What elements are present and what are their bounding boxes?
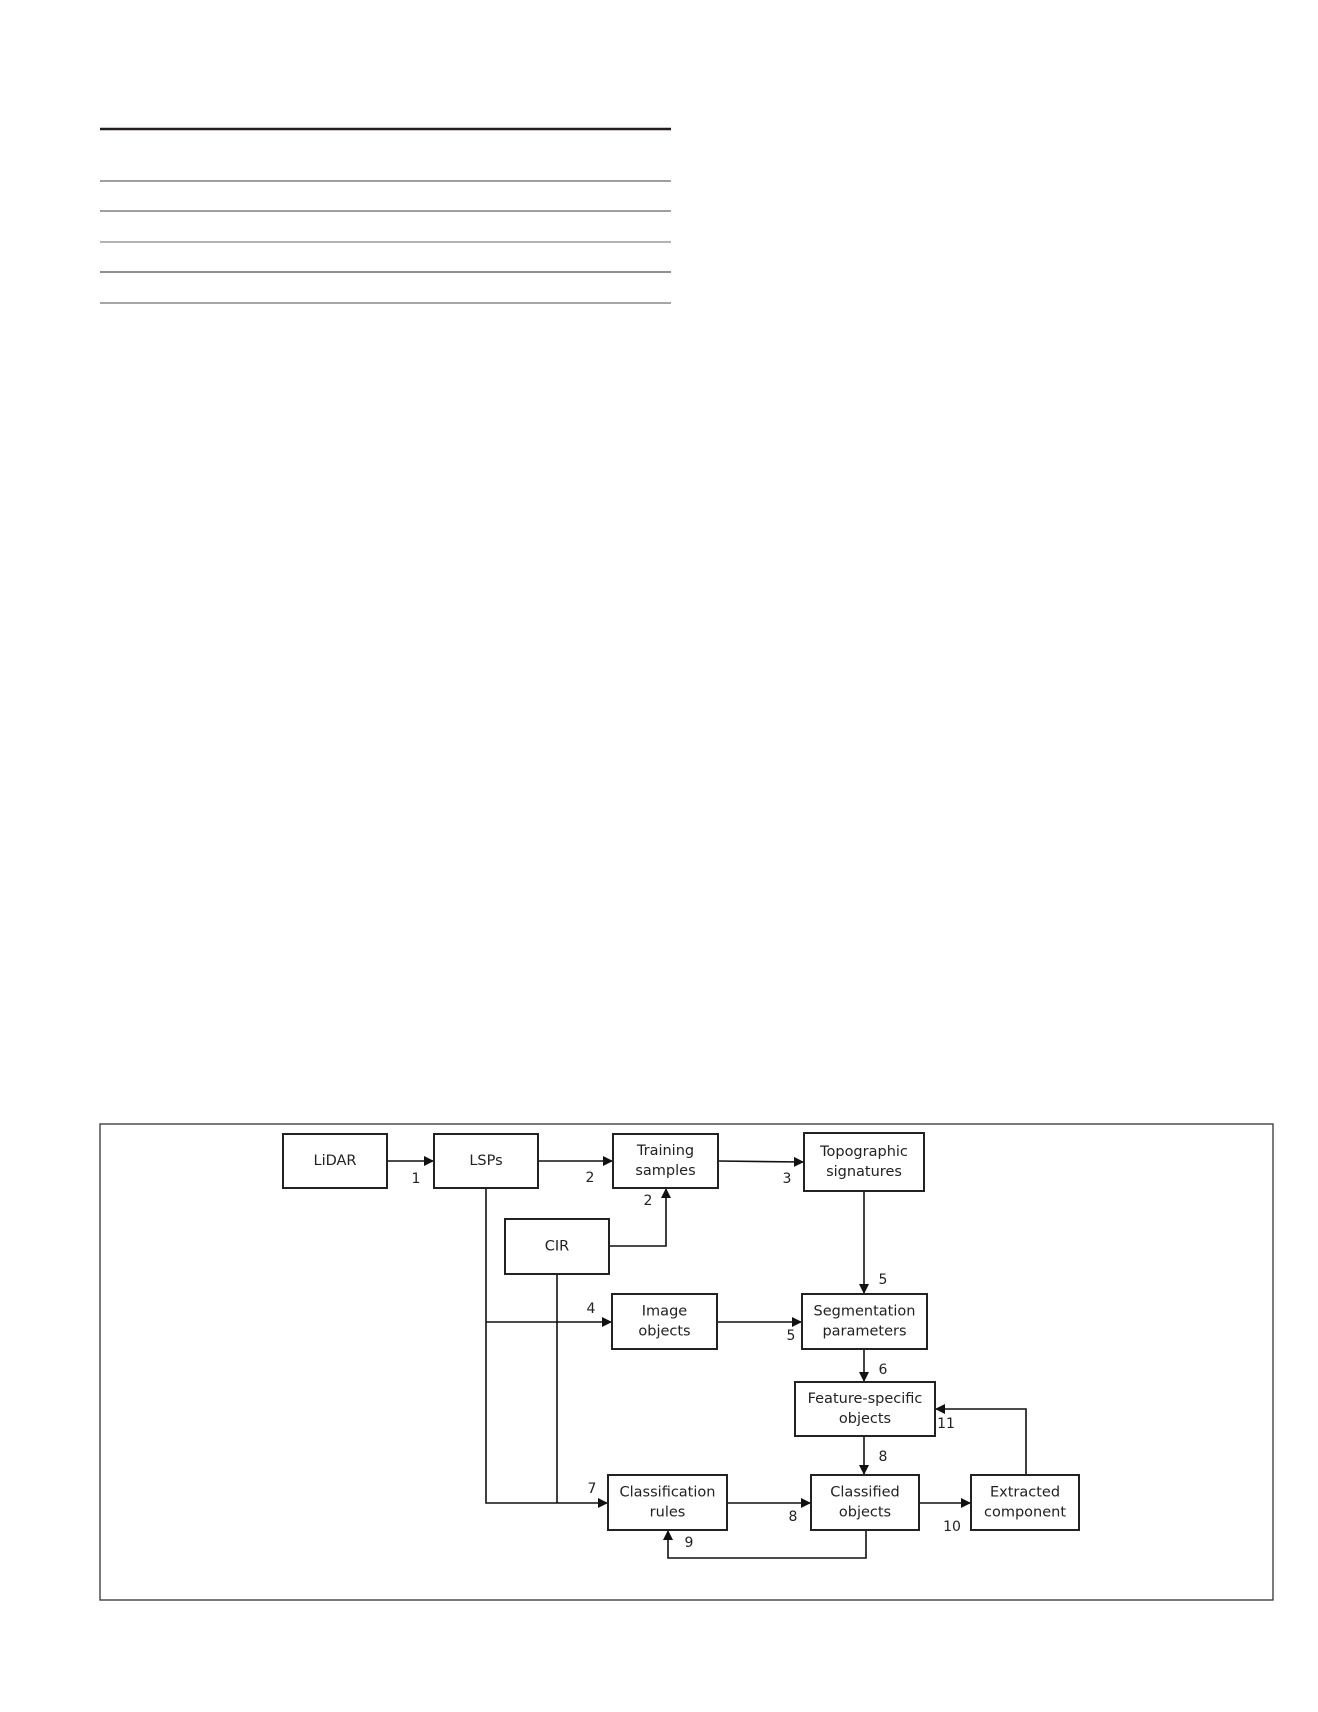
empty-table: [100, 127, 671, 304]
figure-frame: [99, 1123, 1274, 1601]
node-label: Classified: [830, 1485, 899, 1501]
node-label: samples: [635, 1163, 695, 1179]
node-box: [801, 1293, 928, 1350]
edge-label-rules-classified: 8: [789, 1509, 798, 1525]
node-label: Segmentation: [814, 1304, 916, 1320]
node-label: signatures: [826, 1164, 902, 1180]
node-classified-objects: Classified objects: [810, 1474, 920, 1531]
node-box: [970, 1474, 1080, 1531]
node-box: [504, 1218, 610, 1275]
edge-label-topographic-segmentation: 5: [879, 1272, 888, 1288]
edge-label-segmentation-feature: 6: [879, 1362, 888, 1378]
node-extracted: Extracted component: [970, 1474, 1080, 1531]
node-label: rules: [650, 1505, 686, 1521]
node-feature-specific: Feature-specific objects: [794, 1381, 936, 1437]
edge-label-lsps-training: 2: [586, 1170, 595, 1186]
node-label: Topographic: [819, 1144, 908, 1160]
node-label: CIR: [545, 1239, 569, 1255]
edge-label-feature-classified: 8: [879, 1449, 888, 1465]
node-box: [612, 1133, 719, 1189]
edge-classified-to-rules-feedback: [663, 1530, 867, 1559]
edge-label-lidar-lsps: 1: [412, 1171, 421, 1187]
node-label: LSPs: [469, 1153, 502, 1169]
node-box: [433, 1133, 539, 1189]
node-label: Feature-specific: [808, 1391, 923, 1407]
edge-label-image-segmentation: 5: [787, 1328, 796, 1344]
diagram-edges: [387, 1156, 1027, 1559]
edge-label-training-topographic: 3: [783, 1171, 792, 1187]
edge-label-classified-rules-feedback: 9: [685, 1535, 694, 1551]
node-label: Extracted: [990, 1485, 1060, 1501]
edge-cir-to-training: [609, 1188, 671, 1247]
node-lsps: LSPs: [433, 1133, 539, 1189]
node-label: objects: [638, 1324, 690, 1340]
node-label: objects: [839, 1411, 891, 1427]
node-box: [810, 1474, 920, 1531]
edge-label-extracted-feature-feedback: 11: [937, 1416, 955, 1432]
edge-label-lsps-image-objects: 4: [587, 1301, 596, 1317]
node-box: [282, 1133, 388, 1189]
node-label: parameters: [822, 1324, 906, 1340]
node-label: Classification: [620, 1485, 716, 1501]
node-box: [803, 1132, 925, 1192]
edge-label-to-classification-rules: 7: [588, 1481, 597, 1497]
node-label: component: [984, 1505, 1066, 1521]
diagram-nodes: LiDAR LSPs Training samples Topographic signa…: [282, 1132, 1080, 1531]
edge-training-to-topographic: [717, 1156, 804, 1167]
node-box: [607, 1474, 728, 1531]
node-classification-rules: Classification rules: [607, 1474, 728, 1531]
node-label: LiDAR: [313, 1153, 356, 1169]
node-label: Image: [642, 1304, 687, 1320]
node-box: [794, 1381, 936, 1437]
edge-label-classified-extracted: 10: [943, 1519, 961, 1535]
edge-lsps-trunk: [485, 1188, 608, 1508]
node-label: Training: [636, 1143, 694, 1159]
node-image-objects: Image objects: [611, 1293, 718, 1350]
edge-extracted-to-feature-feedback: [935, 1404, 1027, 1475]
node-label: objects: [839, 1505, 891, 1521]
node-lidar: LiDAR: [282, 1133, 388, 1189]
node-segmentation: Segmentation parameters: [801, 1293, 928, 1350]
edge-label-cir-training: 2: [644, 1193, 653, 1209]
node-topographic: Topographic signatures: [803, 1132, 925, 1192]
node-box: [611, 1293, 718, 1350]
node-cir: CIR: [504, 1218, 610, 1275]
diagram-edge-labels: 1 2 2 3 4 5 5 6 11 8 7 8 10 9: [412, 1170, 961, 1551]
node-training: Training samples: [612, 1133, 719, 1189]
